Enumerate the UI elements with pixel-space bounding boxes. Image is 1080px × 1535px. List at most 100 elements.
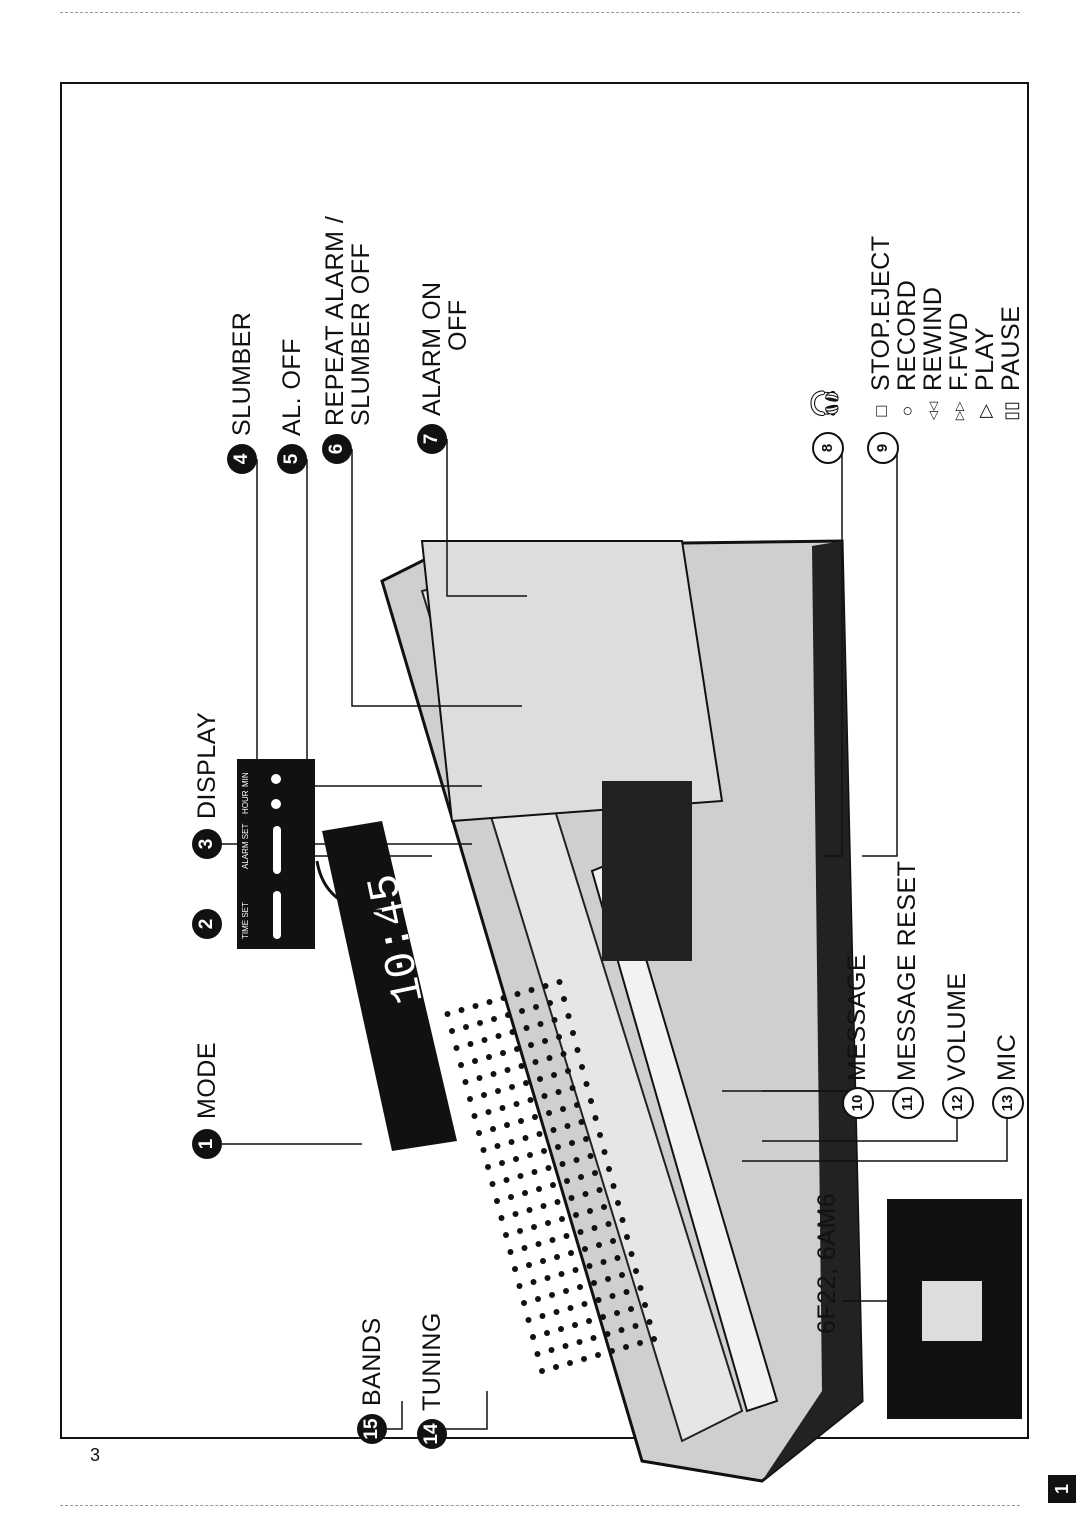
grille-dot xyxy=(509,1084,515,1090)
grille-dot xyxy=(463,1024,469,1030)
grille-dot xyxy=(600,1259,607,1265)
stop-icon: □ xyxy=(870,405,891,417)
grille-dot xyxy=(582,1191,589,1197)
grille-dot xyxy=(503,1177,510,1183)
key-row: ▯▯PAUSE xyxy=(997,305,1025,421)
scan-edge-top xyxy=(60,12,1020,13)
min-key xyxy=(271,774,281,784)
key-row: ▷▷F.FWD xyxy=(945,312,973,421)
grille-dot xyxy=(569,1085,576,1091)
grille-dot xyxy=(537,1021,544,1027)
grille-dot xyxy=(528,987,535,993)
arrow-icon xyxy=(315,860,383,913)
grille-dot xyxy=(486,1054,492,1060)
grille-dot xyxy=(560,1106,566,1112)
grille-dot xyxy=(546,1110,552,1116)
grille-dot xyxy=(582,1246,588,1252)
grille-dot xyxy=(565,1068,571,1074)
grille-dot xyxy=(567,1360,573,1366)
key-label: F.FWD xyxy=(945,312,973,391)
marker-5: 5 xyxy=(277,444,307,474)
marker-9: 9 xyxy=(867,432,899,464)
grille-dot xyxy=(596,1187,603,1193)
grille-dot xyxy=(605,1221,612,1227)
grille-dot xyxy=(595,1297,602,1303)
grille-dot xyxy=(558,1326,564,1332)
grille-dot xyxy=(536,1186,542,1192)
grille-dot xyxy=(547,1000,553,1006)
grille-dot xyxy=(646,1319,653,1325)
marker-13: 13 xyxy=(992,1087,1024,1119)
grille-dot xyxy=(481,1092,487,1098)
grille-dot xyxy=(581,1301,588,1307)
grille-dot xyxy=(480,1147,487,1153)
marker-11: 11 xyxy=(892,1087,924,1119)
grille-dot xyxy=(637,1340,643,1346)
grille-dot xyxy=(516,1283,523,1289)
grille-dot xyxy=(444,1011,451,1017)
grille-dot xyxy=(572,1322,578,1328)
grille-dot xyxy=(568,1195,575,1201)
grille-dot xyxy=(458,1007,465,1013)
grille-dot xyxy=(490,1071,497,1077)
alarm-set-key xyxy=(273,826,281,874)
grille-dot xyxy=(517,1173,524,1179)
marker-8: 8 xyxy=(812,432,844,464)
device-base xyxy=(762,541,862,1481)
grille-dot xyxy=(588,1098,594,1104)
label-display: DISPLAY xyxy=(193,711,221,819)
marker-7: 7 xyxy=(417,424,447,454)
grille-dot xyxy=(537,1076,543,1082)
grille-dot xyxy=(551,1072,557,1078)
grille-dot xyxy=(540,1258,546,1264)
grille-dot xyxy=(508,1139,515,1145)
grille-dot xyxy=(526,1262,532,1268)
grille-dot xyxy=(476,1075,483,1081)
label-alarm-off: OFF xyxy=(444,299,472,352)
marker-2: 2 xyxy=(192,909,222,939)
grille-dot xyxy=(573,1212,579,1218)
grille-dot xyxy=(546,1055,553,1061)
grille-dot xyxy=(495,1033,502,1039)
grille-dot xyxy=(623,1289,630,1295)
marker-1: 1 xyxy=(192,1129,222,1159)
grille-dot xyxy=(633,1268,639,1274)
grille-dot xyxy=(499,1160,505,1166)
grille-dot xyxy=(481,1037,488,1043)
grille-dot xyxy=(564,1178,570,1184)
grille-dot xyxy=(606,1166,612,1172)
grille-dot xyxy=(521,1300,527,1306)
grille-dot xyxy=(559,1161,566,1167)
grille-dot xyxy=(489,1181,496,1187)
grille-dot xyxy=(472,1003,479,1009)
key-row: ▷PLAY xyxy=(971,327,999,421)
grille-dot xyxy=(534,1351,541,1357)
grille-dot xyxy=(561,996,567,1002)
grille-dot xyxy=(578,1174,584,1180)
time-set-label: TIME SET xyxy=(241,902,250,939)
grille-dot xyxy=(587,1208,593,1214)
grille-dot xyxy=(623,1344,629,1350)
grille-dot xyxy=(555,1144,561,1150)
grille-dot xyxy=(505,1012,511,1018)
grille-dot xyxy=(504,1067,511,1073)
grille-dot xyxy=(614,1255,621,1261)
grille-dot xyxy=(477,1020,483,1026)
grille-dot xyxy=(549,1237,556,1243)
grille-dot xyxy=(526,1207,533,1213)
grille-dot xyxy=(595,1352,601,1358)
grille-dot xyxy=(624,1234,630,1240)
diagram-rotated: 10:45 TIME SET ALARM SET HOUR MIN xyxy=(122,166,1080,1521)
key-label: PAUSE xyxy=(997,305,1025,391)
grille-dot xyxy=(541,1148,547,1154)
grille-dot xyxy=(563,1233,570,1239)
label-al-off: AL. OFF xyxy=(278,338,306,436)
grille-dot xyxy=(500,1050,506,1056)
key-label: RECORD xyxy=(893,279,921,391)
grille-dot xyxy=(556,1034,562,1040)
grille-dot xyxy=(542,1038,548,1044)
grille-dot xyxy=(498,1215,505,1221)
grille-dot xyxy=(556,979,563,985)
grille-dot xyxy=(519,1008,525,1014)
grille-dot xyxy=(503,1232,509,1238)
